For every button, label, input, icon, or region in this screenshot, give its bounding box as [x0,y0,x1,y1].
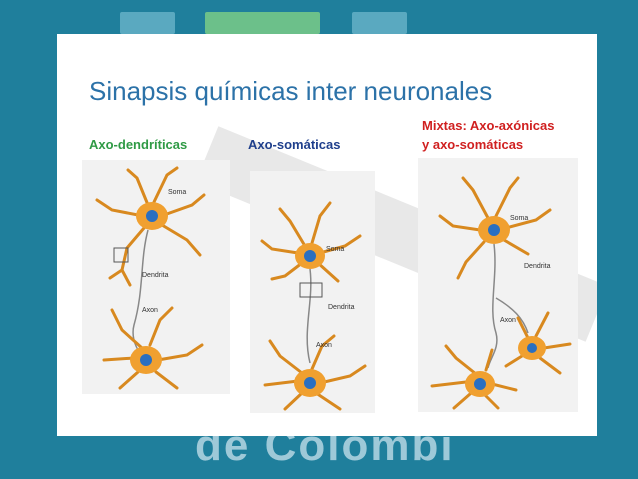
lower-neuron [102,306,204,390]
nucleus-upper [304,250,316,262]
slide-title: Sinapsis químicas inter neuronales [89,76,493,106]
axon-label: Axon [500,317,516,324]
background-tab [205,12,320,34]
axon-line [132,229,149,359]
axon-branch [495,297,529,334]
nucleus-upper [146,210,158,222]
dendrite-label: Dendrita [524,263,551,270]
upper-neuron [95,166,206,287]
nucleus-right [527,343,537,353]
soma-label: Soma [326,246,344,253]
upper-neuron [260,201,362,283]
background-tab [120,12,175,34]
upper-neuron [438,176,552,280]
synapse-marker [299,282,323,298]
diagram-mixed: Soma Dendrita Axon [418,158,578,412]
soma-label: Soma [510,215,528,222]
label-axo-dendriticas: Axo-dendríticas [89,137,188,152]
axon-line [487,243,498,369]
nucleus-lower [474,378,486,390]
axon-label: Axon [316,342,332,349]
right-neuron [504,311,572,375]
soma-label: Soma [168,189,186,196]
nucleus-lower [304,377,316,389]
axon-label: Axon [142,307,158,314]
label-axo-somaticas: Axo-somáticas [248,137,341,152]
dendrite-label: Dendrita [142,272,169,279]
dendrite-label: Dendrita [328,304,355,311]
slide: Sinapsis químicas inter neuronales Axo-d… [57,34,597,436]
synapse-marker [113,247,129,263]
axon-line [306,268,312,364]
lower-neuron [430,344,518,410]
label-mixtas-line2: y axo-somáticas [422,137,524,152]
diagram-axo-somatic: Soma Dendrita Axon [250,171,375,413]
label-mixtas-line1: Mixtas: Axo-axónicas [422,118,555,133]
diagram-axo-dendritic: Soma Dendrita Axon [82,160,230,394]
background-tab [352,12,407,34]
nucleus-lower [140,354,152,366]
nucleus-upper [488,224,500,236]
lower-neuron [263,334,367,411]
